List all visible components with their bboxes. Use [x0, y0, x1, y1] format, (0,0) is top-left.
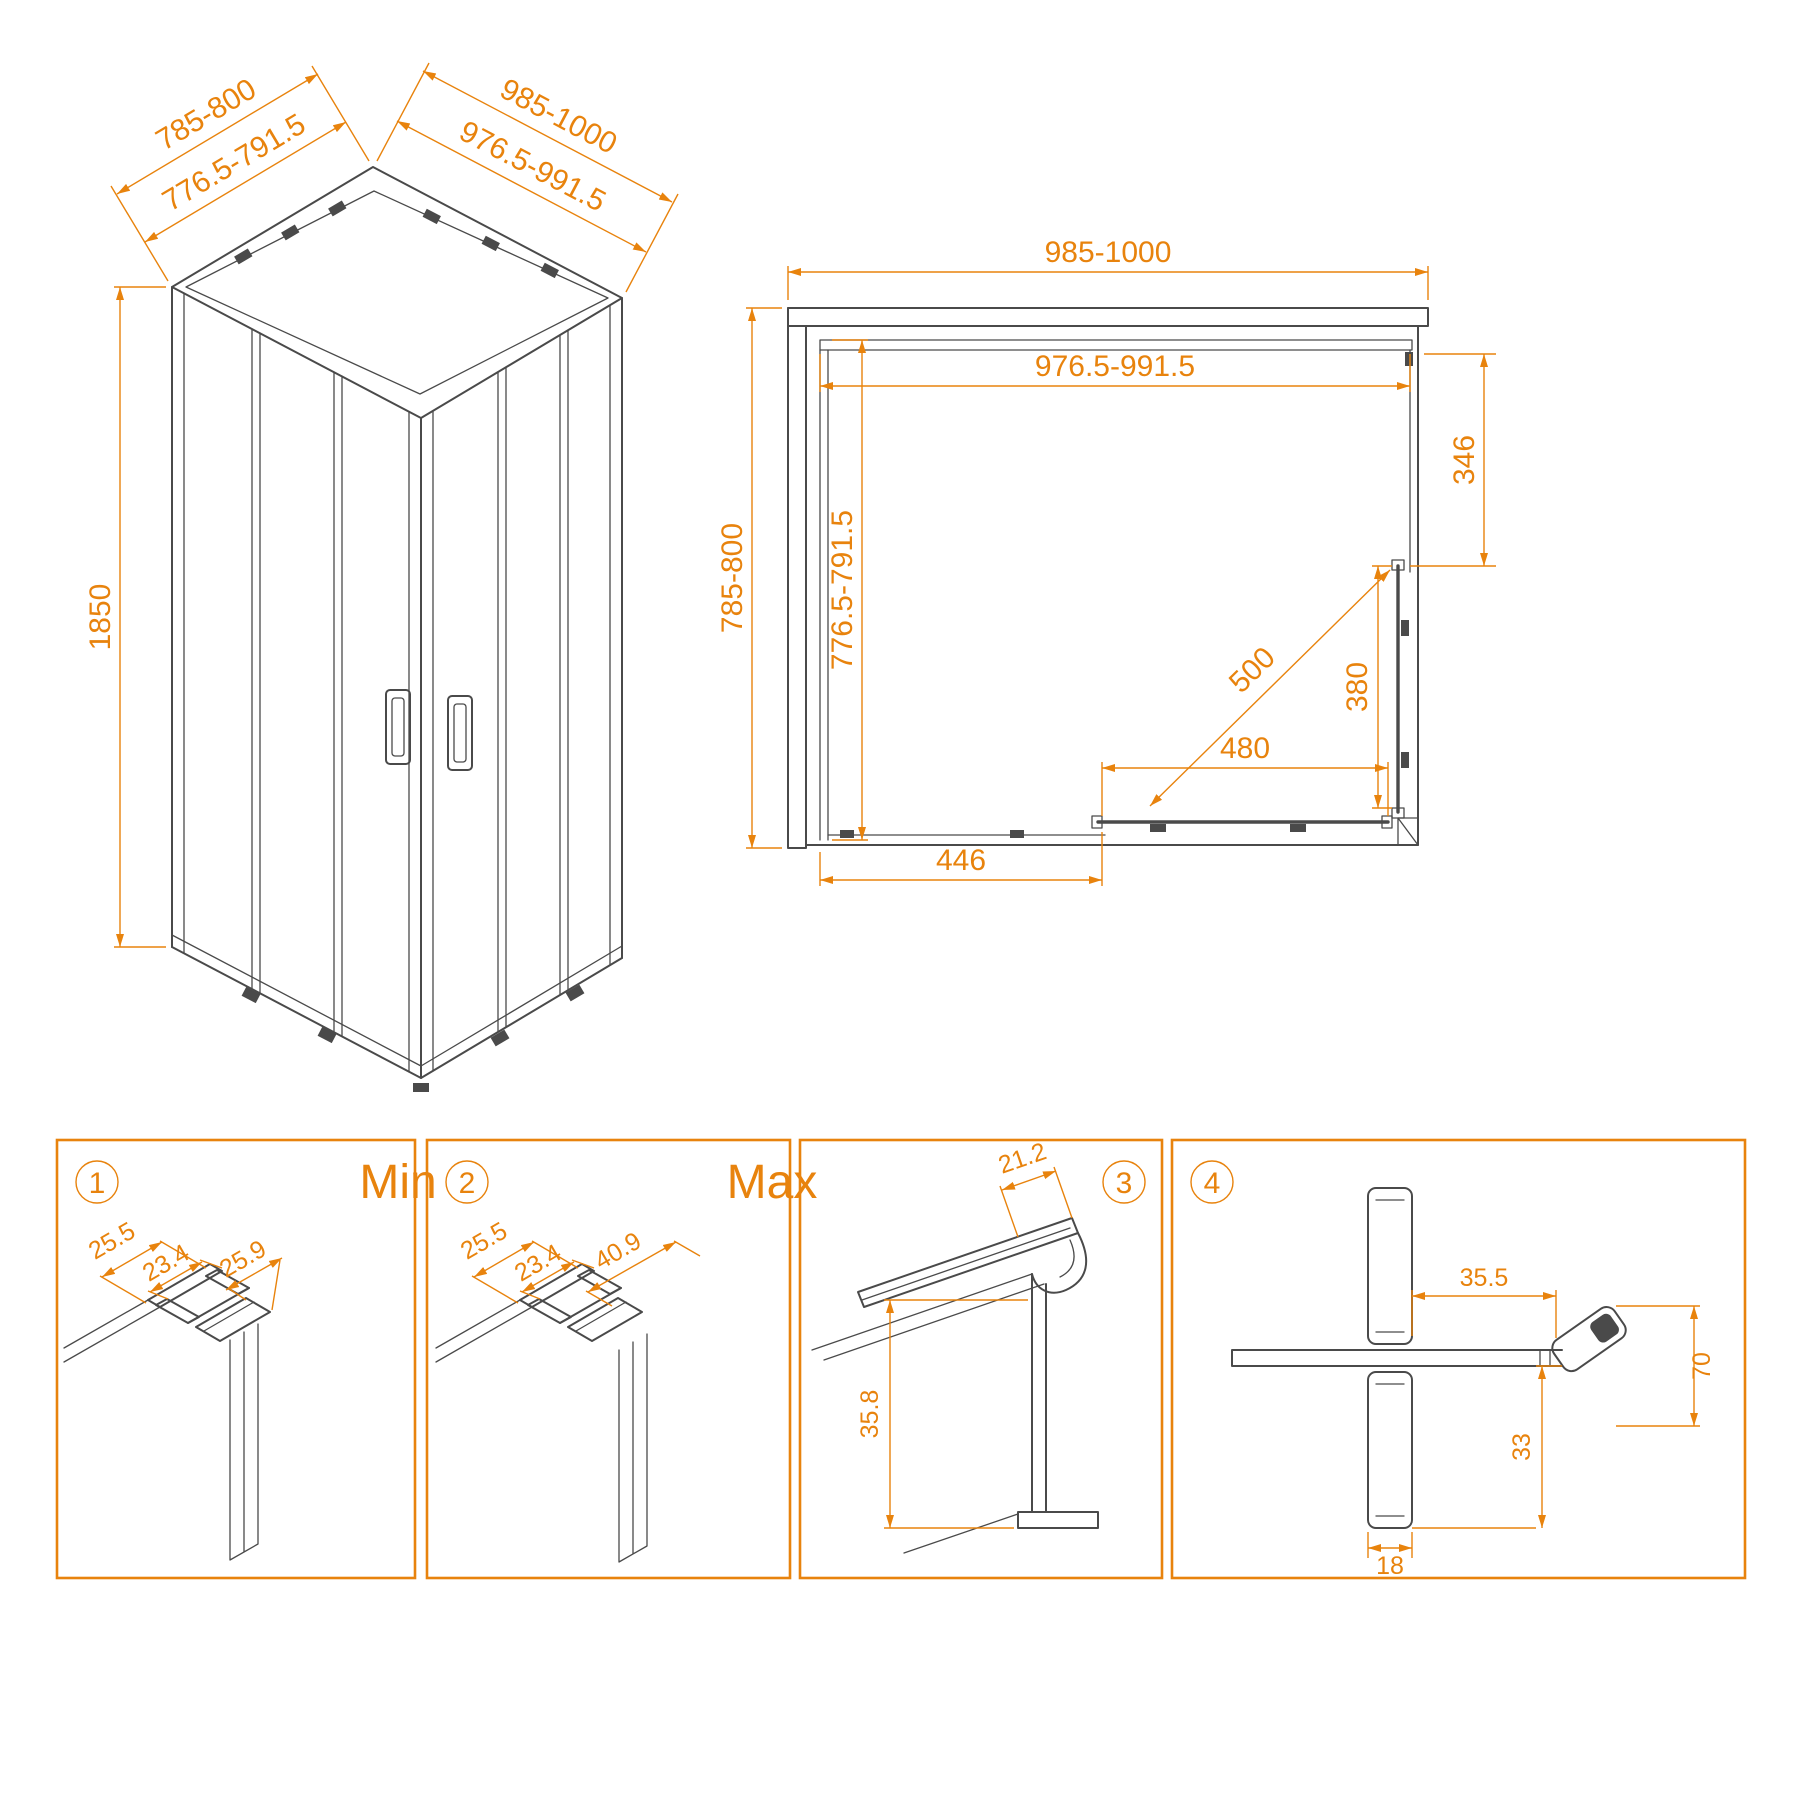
dim-plan-bottom-fixed: 446 [936, 844, 986, 877]
panel-4-dim-offset: 35.5 [1460, 1264, 1509, 1292]
panel-4-dim-lower: 33 [1508, 1433, 1536, 1461]
detail-panel-4: 4 35.5 70 33 18 [1170, 1138, 1747, 1580]
dim-plan-width-outer: 985-1000 [1045, 236, 1172, 269]
panel-3-border [798, 1138, 1164, 1580]
dim-iso-height: 1850 [84, 584, 117, 651]
panel-3-rail-drawing [811, 1217, 1099, 1554]
dim-plan-depth-inner: 776.5-791.5 [826, 510, 859, 670]
dim-plan-width-inner: 976.5-991.5 [1035, 350, 1195, 383]
panel-1-border [55, 1138, 417, 1580]
dim-plan-right-fixed: 346 [1448, 435, 1481, 485]
panel-2-title: Max [727, 1156, 818, 1209]
detail-panel-2: 2 Max 25.5 23.4 40.9 [425, 1138, 818, 1580]
detail-panel-1: 1 Min 25.5 23.4 25.9 [55, 1138, 437, 1580]
door-handle-left [385, 689, 411, 765]
bottom-feet [241, 984, 585, 1092]
door-handle-right [447, 695, 473, 771]
panel-3-dim-rail-width: 21.2 [995, 1137, 1050, 1179]
panel-4-dimensions: 35.5 70 33 18 [1367, 1264, 1716, 1580]
panel-4-border [1170, 1138, 1747, 1580]
panel-1-dim-inner: 23.4 [138, 1239, 194, 1288]
isometric-view: 785-800 776.5-791.5 985-1000 976.5-991.5… [84, 62, 679, 1092]
panel-4-number-badge [1190, 1160, 1234, 1204]
panel-1-number: 1 [89, 1167, 106, 1200]
panel-1-number-badge [75, 1160, 119, 1204]
detail-panel-3: 3 21.2 35.8 [798, 1137, 1164, 1580]
panel-3-number-badge [1102, 1160, 1146, 1204]
isometric-cabin [171, 166, 623, 1092]
panel-1-dim-outer: 25.5 [84, 1217, 140, 1266]
panel-4-handle-drawing [1231, 1187, 1627, 1529]
dim-plan-right-door: 380 [1341, 662, 1374, 712]
dim-plan-depth-outer: 785-800 [716, 523, 749, 633]
plan-dimensions: 985-1000 976.5-991.5 785-800 776.5-791.5… [716, 236, 1496, 886]
panel-2-dim-outer: 25.5 [456, 1217, 512, 1266]
panel-2-profile-drawing [435, 1263, 648, 1563]
panel-4-dim-bar-width: 18 [1376, 1552, 1404, 1580]
plan-view: 985-1000 976.5-991.5 785-800 776.5-791.5… [716, 236, 1496, 886]
isometric-dimensions: 785-800 776.5-791.5 985-1000 976.5-991.5… [84, 62, 679, 948]
panel-1-title: Min [359, 1156, 436, 1209]
dim-plan-bottom-door: 480 [1220, 732, 1270, 765]
panel-3-number: 3 [1116, 1167, 1133, 1200]
panel-2-dimensions: 25.5 23.4 40.9 [456, 1217, 701, 1307]
panel-3-dimensions: 21.2 35.8 [856, 1137, 1073, 1529]
panel-3-dim-rail-height: 35.8 [856, 1390, 884, 1439]
dim-plan-diagonal: 500 [1223, 641, 1282, 700]
panel-4-dim-grip-height: 70 [1688, 1352, 1716, 1380]
panel-1-dim-adjust: 25.9 [215, 1235, 271, 1284]
plan-rollers [840, 352, 1413, 838]
panel-2-border [425, 1138, 792, 1580]
plan-drawing [787, 307, 1429, 849]
panel-2-number: 2 [459, 1167, 476, 1200]
panel-4-number: 4 [1204, 1167, 1221, 1200]
panel-2-dim-adjust: 40.9 [590, 1227, 646, 1276]
panel-2-number-badge [445, 1160, 489, 1204]
panel-1-dimensions: 25.5 23.4 25.9 [84, 1217, 283, 1311]
panel-2-dim-inner: 23.4 [510, 1239, 566, 1288]
panel-1-profile-drawing [63, 1263, 271, 1561]
